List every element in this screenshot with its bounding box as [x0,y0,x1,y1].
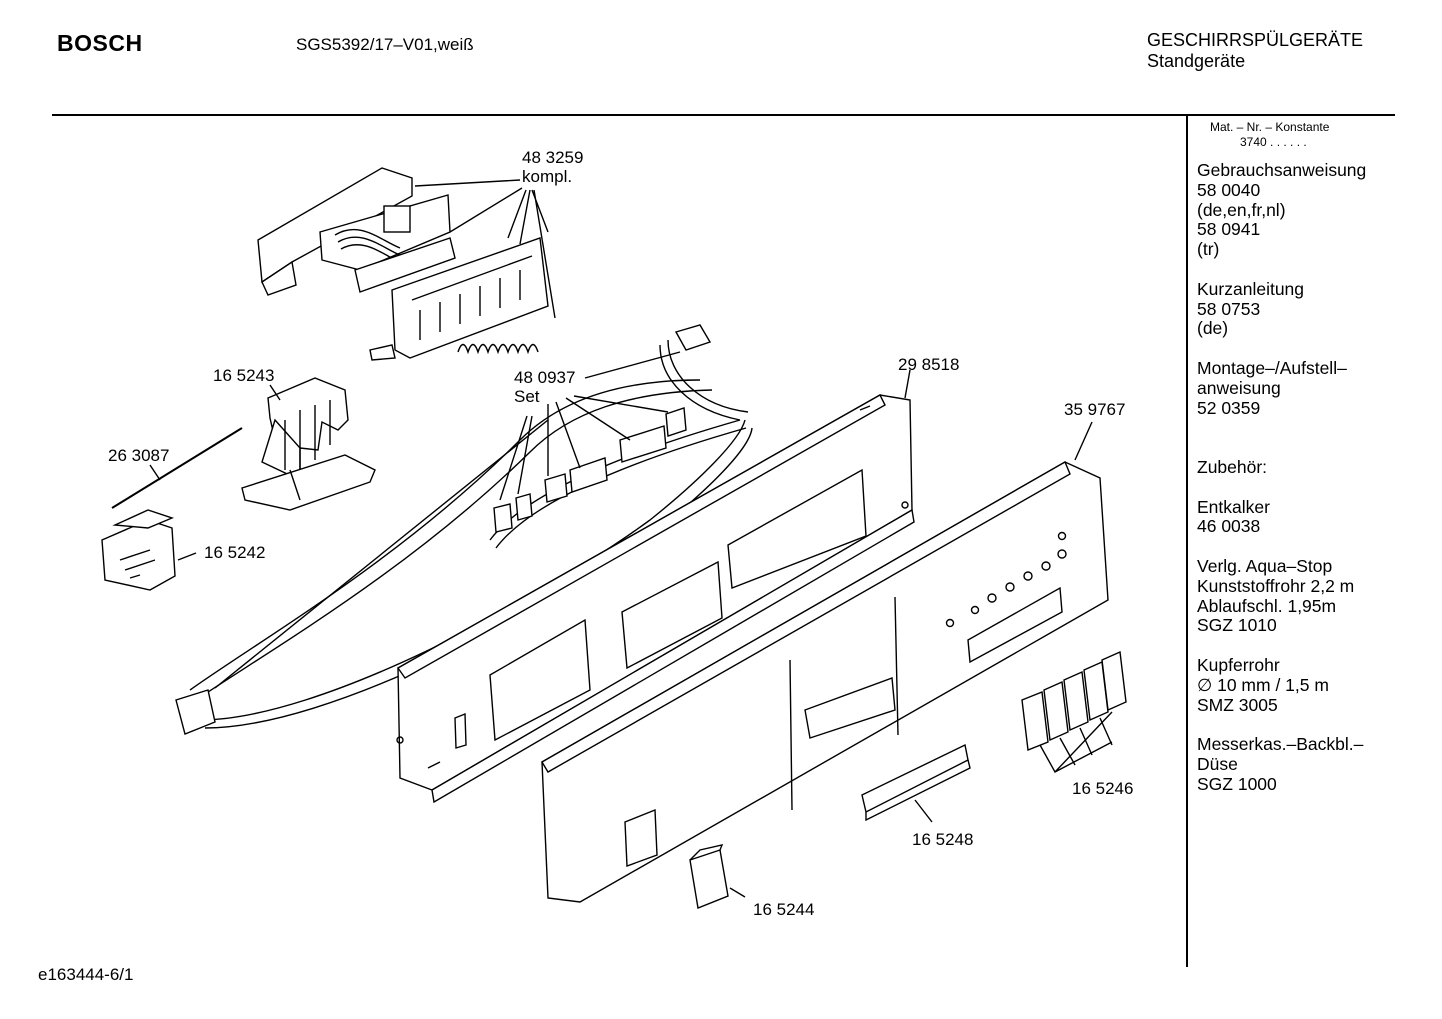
strip-drawing [861,743,971,822]
category-title: GESCHIRRSPÜLGERÄTE [1147,30,1364,50]
category-subtitle: Standgeräte [1147,51,1246,71]
label-298518: 29 8518 [898,355,959,374]
sidebar-line: 58 0040 [1197,179,1261,200]
label-480937: 48 0937 [514,368,575,387]
sidebar-line: SGZ 1010 [1197,615,1277,636]
label-480937-note: Set [514,387,540,406]
front-cover-drawing [541,460,1109,903]
switch-drawing [101,509,176,591]
sidebar-line: anweisung [1197,377,1281,398]
cable-set-drawing [175,324,753,735]
constant-label: Mat. – Nr. – Konstante [1210,120,1330,134]
label-359767: 35 9767 [1064,400,1125,419]
sidebar-line: Gebrauchsanweisung [1197,160,1367,180]
header-divider [52,114,1395,116]
label-165248: 16 5248 [912,830,973,849]
sidebar-line: 46 0038 [1197,516,1261,537]
label-165243: 16 5243 [213,366,274,385]
sidebar-line: 58 0753 [1197,298,1261,319]
sidebar-line: SMZ 3005 [1197,694,1278,715]
sidebar-line: Ablaufschl. 1,95m [1197,595,1337,616]
label-483259-note: kompl. [522,167,572,186]
label-483259: 48 3259 [522,148,583,167]
drawing-id: e163444-6/1 [38,965,134,984]
label-165246: 16 5246 [1072,779,1133,798]
sidebar-line: Zubehör: [1197,456,1268,477]
control-module-drawing [257,167,549,361]
sidebar-line: (tr) [1197,239,1220,260]
sidebar-line: ∅ 10 mm / 1,5 m [1197,674,1329,695]
model-number: SGS5392/17–V01,weiß [296,35,474,54]
sidebar-line: Kurzanleitung [1197,278,1305,299]
sidebar-line: Kunststoffrohr 2,2 m [1197,575,1355,596]
bracket-drawing [241,377,376,511]
sidebar-line: 58 0941 [1197,219,1261,240]
sidebar-line: 52 0359 [1197,397,1261,418]
brand-logo: BOSCH [57,30,143,56]
sidebar-line: (de,en,fr,nl) [1197,199,1286,220]
sidebar-line: Entkalker [1197,496,1270,517]
constant-value: 3740 . . . . . . [1240,135,1307,149]
sidebar-line: Messerkas.–Backbl.– [1197,734,1364,755]
label-165242: 16 5242 [204,543,265,562]
sidebar-divider [1186,116,1188,967]
buttons-drawing [1021,650,1127,751]
sidebar-line: Kupferrohr [1197,654,1280,675]
label-263087: 26 3087 [108,446,169,465]
sidebar-line: Düse [1197,753,1238,774]
panel-frame-drawing [396,394,915,804]
sidebar-line: (de) [1197,318,1229,339]
sidebar-line: Verlg. Aqua–Stop [1197,555,1333,576]
sidebar-line: Montage–/Aufstell– [1197,357,1347,378]
label-165244: 16 5244 [753,900,814,919]
knob-drawing [689,844,729,909]
sidebar-line: SGZ 1000 [1197,773,1277,794]
